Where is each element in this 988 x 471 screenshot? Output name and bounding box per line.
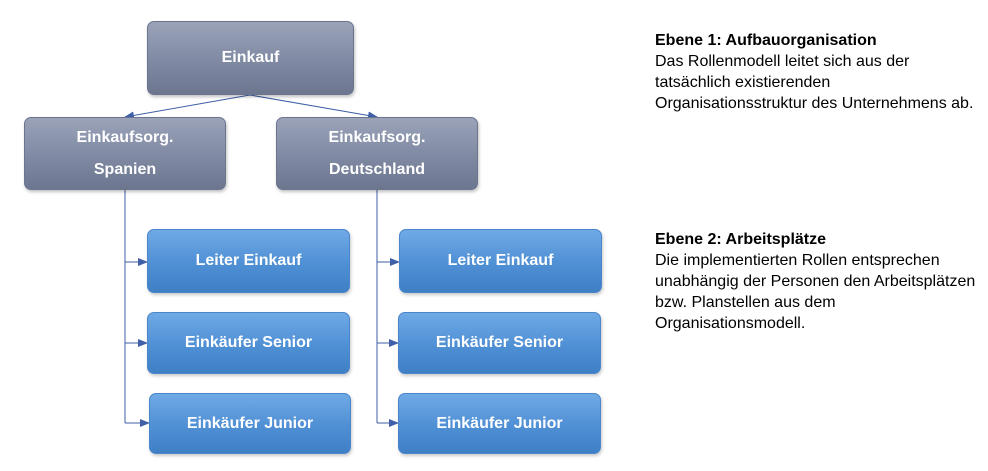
explanation-level-2: Ebene 2: Arbeitsplätze Die implementiert… [655,229,985,334]
explanation-level-2-text: Die implementierten Rollen entsprechen u… [655,252,976,332]
node-germany-leiter-einkauf: Leiter Einkauf [399,229,602,293]
node-org-germany: Einkaufsorg. Deutschland [276,117,478,190]
node-spain-role-1-label: Leiter Einkauf [195,252,302,269]
explanation-level-1-text: Das Rollenmodell leitet sich aus der tat… [655,53,974,112]
explanation-level-1-heading: Ebene 1: Aufbauorganisation [655,32,877,49]
node-germany-role-1-label: Leiter Einkauf [447,252,554,269]
node-germany-role-3-label: Einkäufer Junior [436,414,563,432]
node-org-spain: Einkaufsorg. Spanien [24,117,226,190]
node-einkauf: Einkauf [147,21,354,95]
node-einkauf-label: Einkauf [221,49,280,66]
node-org-germany-line1: Einkaufsorg. [328,128,426,146]
explanation-level-2-heading: Ebene 2: Arbeitsplätze [655,231,827,248]
node-spain-einkaeufer-senior: Einkäufer Senior [147,312,350,374]
explanation-level-1: Ebene 1: Aufbauorganisation Das Rollenmo… [655,30,985,114]
node-org-spain-line1: Einkaufsorg. [76,128,174,146]
edge-root-org-spain [124,94,251,120]
node-spain-einkaeufer-junior: Einkäufer Junior [149,393,351,454]
node-org-spain-line2: Spanien [93,160,157,178]
node-org-germany-line2: Deutschland [328,160,425,178]
node-germany-einkaeufer-junior: Einkäufer Junior [398,393,601,454]
edge-root-org-germany [249,94,378,120]
node-spain-leiter-einkauf: Leiter Einkauf [147,229,350,293]
node-germany-role-2-label: Einkäufer Senior [435,334,564,351]
node-spain-role-2-label: Einkäufer Senior [184,334,313,351]
node-germany-einkaeufer-senior: Einkäufer Senior [398,312,601,374]
node-spain-role-3-label: Einkäufer Junior [186,414,314,432]
